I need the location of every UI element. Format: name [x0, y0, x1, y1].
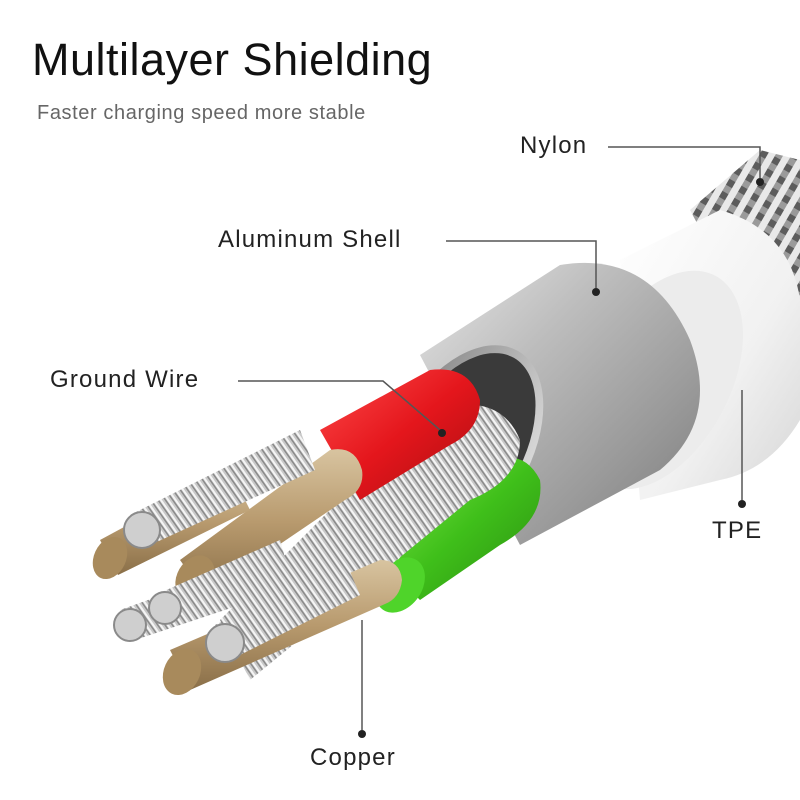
leader-lines: [238, 146, 764, 738]
inner-conductors: [92, 369, 541, 696]
page-subtitle: Faster charging speed more stable: [37, 102, 366, 124]
ground-wire-label: Ground Wire: [50, 366, 200, 393]
copper-label: Copper: [310, 744, 396, 771]
nylon-label: Nylon: [520, 132, 588, 159]
ground-wire-dot: [438, 429, 446, 437]
page-title: Multilayer Shielding: [32, 34, 433, 85]
tpe-label: TPE: [712, 517, 763, 544]
aluminum-shell-leader: [446, 240, 597, 288]
copper-dot: [358, 730, 366, 738]
tpe-dot: [738, 500, 746, 508]
nylon-dot: [756, 178, 764, 186]
aluminum-shell-dot: [592, 288, 600, 296]
aluminum-shell-label: Aluminum Shell: [218, 226, 402, 253]
ground-wire-leader: [238, 380, 441, 431]
nylon-leader: [608, 146, 761, 178]
